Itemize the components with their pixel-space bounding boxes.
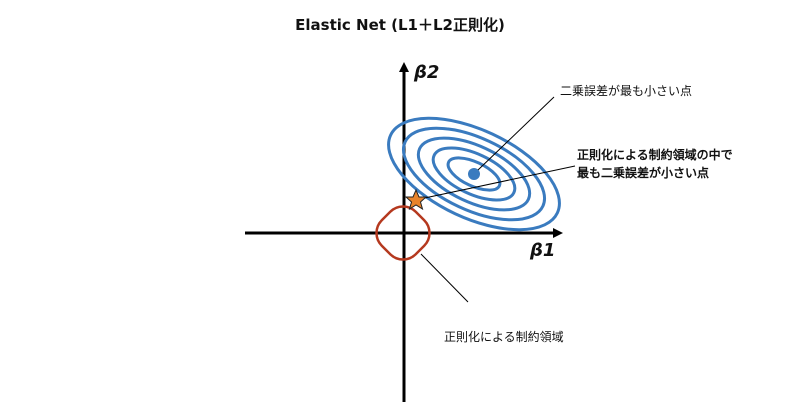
contour (401, 126, 547, 222)
leader-line (420, 253, 469, 303)
leader-line (419, 165, 576, 200)
contour (431, 146, 517, 202)
constrained-min-label: 正則化による制約領域の中で 最も二乗誤差が小さい点 (577, 146, 733, 182)
error-contours (387, 116, 561, 232)
constraint-region-label: 正則化による制約領域 (444, 330, 564, 344)
constrained-min-line2: 最も二乗誤差が小さい点 (577, 166, 710, 180)
diagram-title: Elastic Net (L1＋L2正則化) (295, 16, 505, 34)
contour (416, 136, 532, 212)
star-icon (404, 188, 428, 211)
constraint-region (375, 205, 431, 261)
leader-line (477, 96, 555, 171)
contour (387, 116, 561, 232)
x-axis-label: β1 (530, 240, 556, 261)
constrained-min-line1: 正則化による制約領域の中で (577, 148, 733, 162)
min-error-point (468, 168, 480, 180)
min-error-label: 二乗誤差が最も小さい点 (560, 84, 693, 98)
contour (446, 156, 502, 192)
y-axis-label: β2 (414, 62, 440, 83)
